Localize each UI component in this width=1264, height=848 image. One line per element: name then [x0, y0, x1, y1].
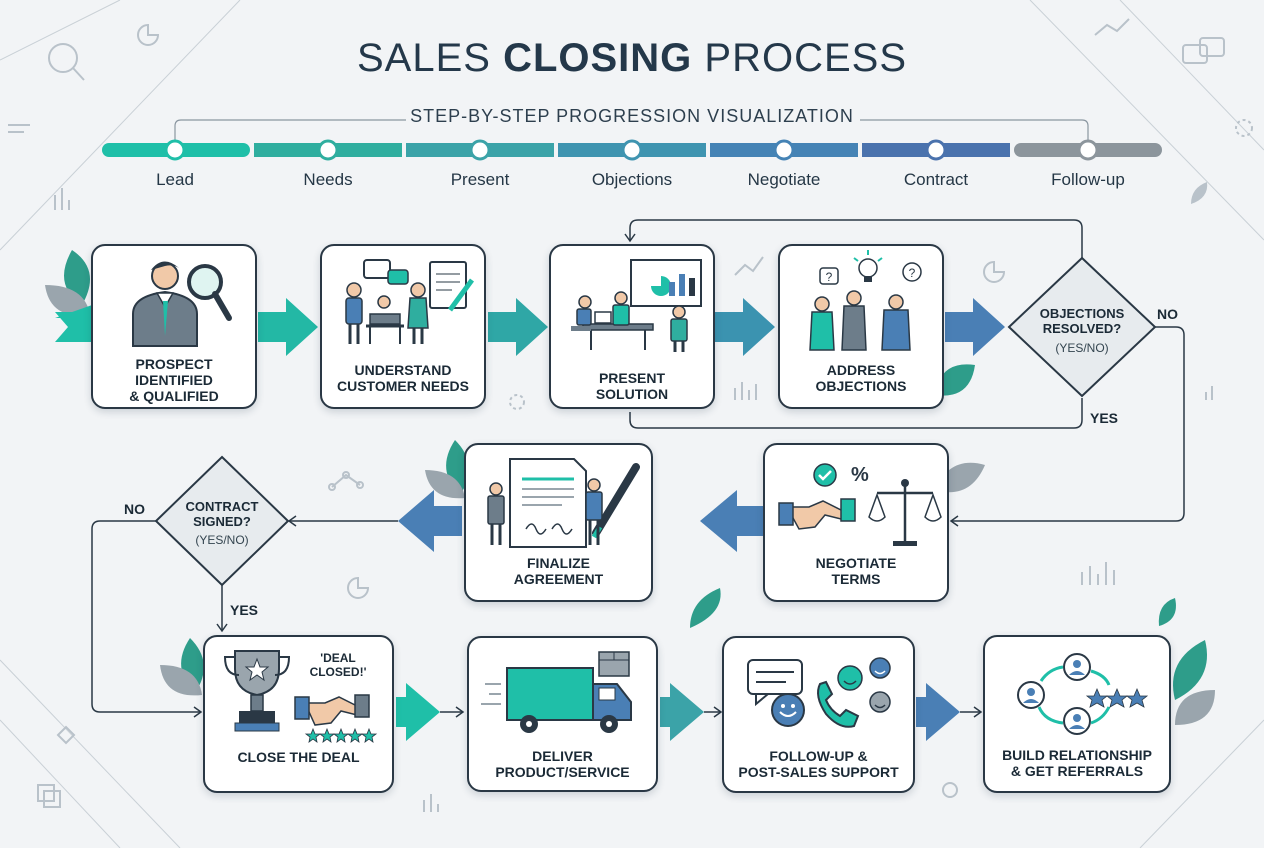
referral-network-icon	[1017, 653, 1149, 735]
contract-yes-label: YES	[230, 602, 259, 618]
card-objections-label: ADDRESS OBJECTIONS	[815, 362, 907, 394]
card-deliver: DELIVER PRODUCT/SERVICE	[467, 636, 658, 792]
progress-step-needs: Needs	[303, 170, 353, 189]
row1-arrows	[55, 298, 1005, 356]
progress-step-present: Present	[450, 170, 510, 189]
contract-signing-icon	[487, 458, 640, 548]
card-objections: ? ? ADDRESS OBJECTIONS	[778, 244, 944, 409]
prospect-magnifier-icon	[132, 261, 232, 347]
objections-decision-shape	[1007, 256, 1157, 398]
progress-step-follow-up: Follow-up	[1051, 170, 1125, 189]
contract-decision-shape	[154, 455, 290, 587]
card-negotiate-label: NEGOTIATE TERMS	[815, 555, 897, 587]
card-negotiate: % NEGOTIATE TERMS	[763, 443, 949, 602]
objections-decision-sub: (YES/NO)	[1055, 341, 1109, 355]
card-present-label: PRESENT SOLUTION	[595, 370, 669, 402]
card-prospect-label: PROSPECT IDENTIFIED & QUALIFIED	[129, 356, 219, 404]
progress-step-objections: Objections	[591, 170, 673, 189]
contract-no-label: NO	[124, 501, 145, 517]
svg-text:?: ?	[909, 266, 916, 280]
card-finalize: FINALIZE AGREEMENT	[464, 443, 653, 602]
page-title: SALES CLOSING PROCESS	[356, 36, 908, 80]
search-people-icon	[48, 43, 78, 73]
chat-icon	[1182, 44, 1208, 64]
svg-text:?: ?	[826, 270, 833, 284]
objections-yes-label: YES	[1090, 410, 1119, 426]
row3-arrows	[396, 683, 960, 741]
card-relationship: BUILD RELATIONSHIP & GET REFERRALS	[983, 635, 1171, 793]
decor-icons	[8, 18, 1253, 812]
progress-step-contract: Contract	[903, 170, 969, 189]
progress-step-lead: Lead	[156, 170, 194, 189]
card-followup-label: FOLLOW-UP & POST-SALES SUPPORT	[738, 748, 899, 780]
card-relationship-label: BUILD RELATIONSHIP & GET REFERRALS	[1002, 747, 1152, 779]
trophy-handshake-icon	[223, 650, 378, 743]
objections-no-label: NO	[1157, 306, 1178, 322]
deal-closed-callout: 'DEAL CLOSED!'	[309, 651, 367, 679]
page-subtitle: STEP-BY-STEP PROGRESSION VISUALIZATION	[410, 106, 854, 126]
presentation-board-icon	[571, 259, 702, 352]
loop-connectors	[91, 219, 1185, 718]
decor-leaves	[45, 182, 1215, 725]
card-present: PRESENT SOLUTION	[549, 244, 715, 409]
objections-decision-label: OBJECTIONS RESOLVED?	[1039, 306, 1125, 336]
pie-icon	[137, 23, 160, 46]
questions-people-icon: ? ?	[809, 250, 922, 351]
progress-step-negotiate: Negotiate	[747, 170, 821, 189]
card-followup: FOLLOW-UP & POST-SALES SUPPORT	[722, 636, 915, 793]
card-finalize-label: FINALIZE AGREEMENT	[513, 555, 604, 587]
card-close-label: CLOSE THE DEAL	[237, 749, 360, 765]
support-chat-phone-icon	[747, 657, 891, 728]
progress-nodes	[164, 139, 1099, 161]
card-needs: UNDERSTAND CUSTOMER NEEDS	[320, 244, 486, 409]
svg-text:%: %	[851, 464, 869, 486]
handshake-scale-icon: %	[778, 463, 942, 546]
row2-arrows	[398, 490, 765, 552]
card-prospect: PROSPECT IDENTIFIED & QUALIFIED	[91, 244, 257, 409]
card-close: 'DEAL CLOSED!' CLOSE THE DEAL	[203, 635, 394, 793]
contract-decision-label: CONTRACT SIGNED?	[185, 499, 259, 529]
meeting-people-icon	[345, 259, 475, 344]
card-deliver-label: DELIVER PRODUCT/SERVICE	[495, 748, 630, 780]
card-needs-label: UNDERSTAND CUSTOMER NEEDS	[337, 362, 469, 394]
trend-icon	[1094, 18, 1130, 36]
contract-decision-sub: (YES/NO)	[195, 533, 249, 547]
delivery-truck-icon	[481, 651, 632, 733]
